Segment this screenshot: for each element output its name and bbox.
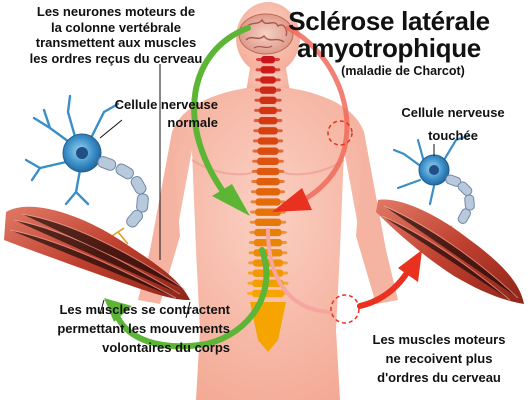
label-line: Cellule nerveuse bbox=[114, 97, 218, 112]
muscle-icon bbox=[4, 206, 190, 300]
vertebra-process bbox=[252, 159, 284, 163]
damaged-signal-arrowhead bbox=[272, 188, 312, 212]
vertebra-process bbox=[254, 108, 282, 112]
muscle-icon bbox=[376, 199, 524, 304]
axon bbox=[97, 156, 149, 228]
label-affected-cell: Cellule nerveuse touchée bbox=[383, 101, 523, 147]
label-motor-neurons: Les neurones moteurs de la colonne verté… bbox=[0, 4, 232, 66]
vertebra-process bbox=[253, 129, 283, 133]
label-line: d'ordres du cerveau bbox=[377, 370, 501, 385]
damaged-output-arrow-faint bbox=[266, 228, 332, 314]
label-line: touchée bbox=[428, 128, 478, 143]
label-line: Cellule nerveuse bbox=[401, 105, 505, 120]
spine-icon bbox=[247, 56, 289, 352]
label-line: la colonne vertébrale bbox=[50, 19, 182, 35]
label-line: les ordres reçus du cerveau bbox=[29, 50, 203, 66]
vertebra-process bbox=[254, 98, 282, 102]
label-line: ne recoivent plus bbox=[385, 351, 493, 366]
vertebra-process bbox=[253, 119, 283, 123]
vertebra-process bbox=[250, 200, 286, 204]
vertebra-process bbox=[254, 88, 282, 92]
neuron-icon bbox=[392, 134, 475, 245]
label-line: Les neurones moteurs de bbox=[36, 4, 196, 19]
leader-lines bbox=[99, 64, 435, 319]
vertebra-process bbox=[256, 58, 280, 62]
label-motor-muscles: Les muscles moteurs ne recoivent plus d'… bbox=[350, 330, 528, 387]
vertebra-process bbox=[247, 291, 289, 295]
vertebra-process bbox=[255, 78, 281, 82]
vertebra-process bbox=[251, 169, 285, 173]
healthy-signal-arrowhead bbox=[212, 184, 250, 216]
vertebra-process bbox=[255, 68, 281, 72]
vertebra-process bbox=[252, 149, 284, 153]
dashed-circle-icon bbox=[327, 120, 353, 146]
healthy-signal-arrow bbox=[191, 25, 251, 193]
vertebra-process bbox=[249, 220, 287, 224]
page-title: Sclérose latérale amyotrophique bbox=[255, 8, 523, 62]
title-line-1: Sclérose latérale bbox=[288, 6, 490, 36]
label-line: volontaires du corps bbox=[102, 340, 230, 355]
brain-icon bbox=[238, 13, 294, 55]
title-line-2: amyotrophique bbox=[297, 33, 481, 63]
label-line: Les muscles se contractent bbox=[59, 302, 230, 317]
label-normal-cell: Cellule nerveuse normale bbox=[86, 96, 218, 132]
label-muscles-contract: Les muscles se contractent permettant le… bbox=[0, 300, 230, 357]
label-line: transmettent aux muscles bbox=[35, 35, 197, 50]
page-subtitle: (maladie de Charcot) bbox=[341, 64, 465, 78]
vertebra-process bbox=[251, 180, 285, 184]
damaged-signal-arrow bbox=[285, 25, 350, 205]
healthy-output-arrow bbox=[115, 247, 270, 350]
dashed-circle-icon bbox=[330, 294, 360, 324]
label-line: Les muscles moteurs bbox=[372, 332, 506, 347]
healthy-output-arrowhead bbox=[104, 298, 132, 322]
vertebra-process bbox=[250, 190, 286, 194]
vertebra-process bbox=[252, 139, 284, 143]
damaged-output-arrowhead bbox=[398, 250, 422, 282]
sacrum bbox=[250, 302, 286, 352]
label-line: permettant les mouvements bbox=[57, 321, 230, 336]
label-line: normale bbox=[167, 115, 218, 130]
